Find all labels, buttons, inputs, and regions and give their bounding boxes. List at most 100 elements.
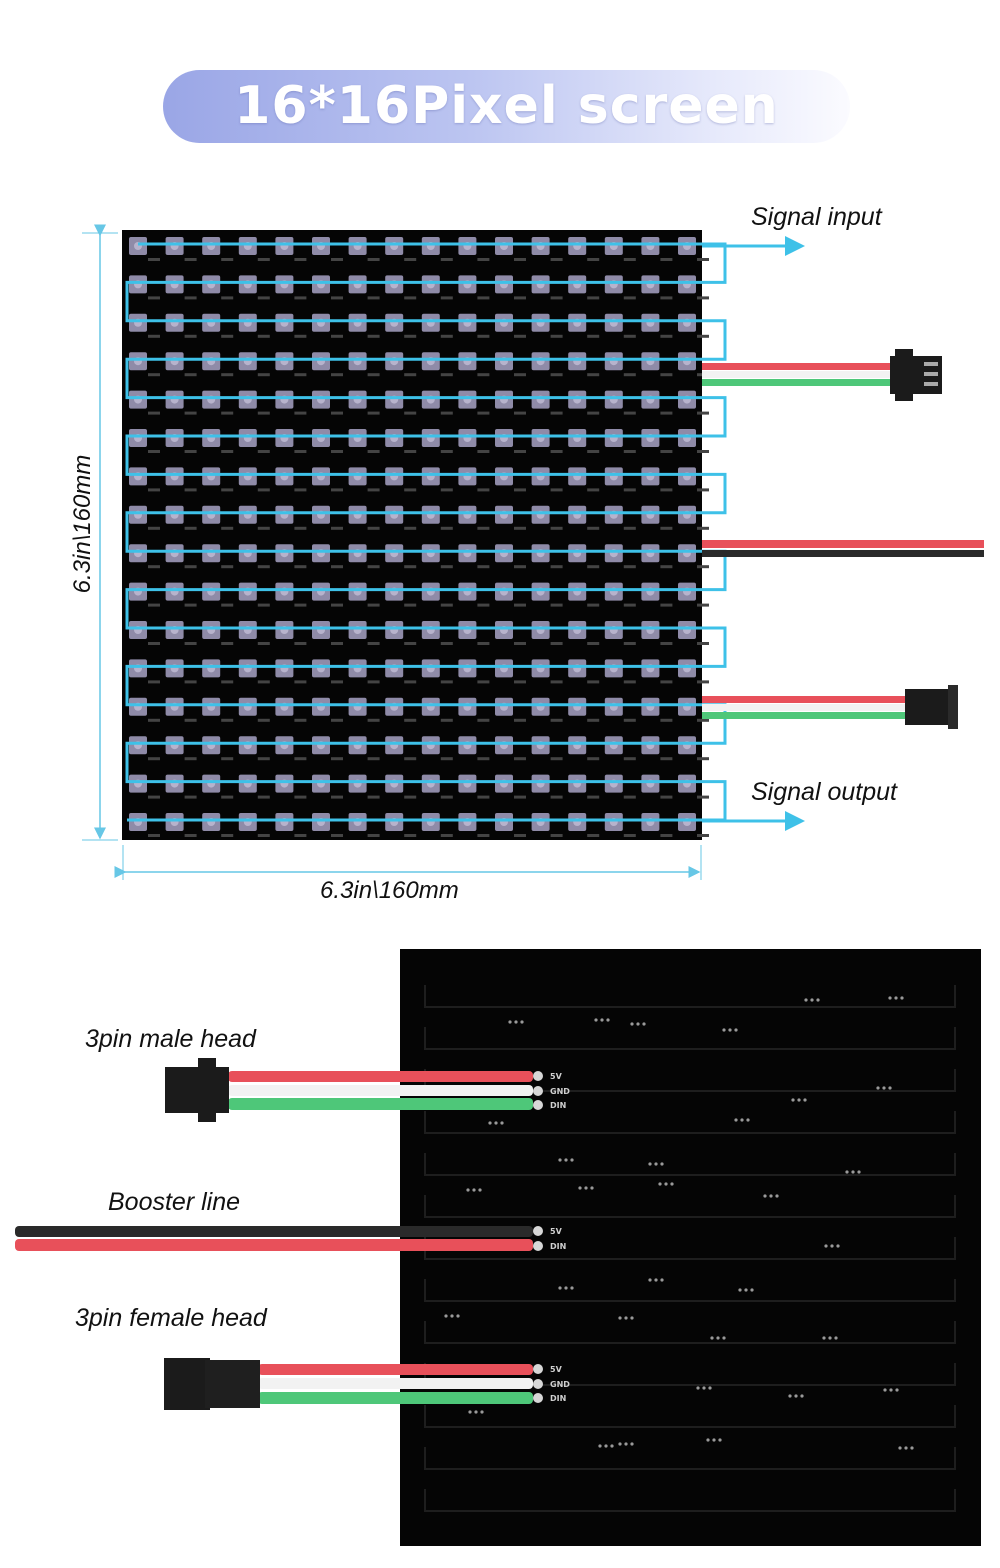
solder-dot [642,1022,646,1026]
led-silkscreen [477,795,490,799]
solder-dot [488,1121,492,1125]
led-silkscreen [148,795,160,799]
led-silkscreen [331,258,343,261]
led-silkscreen [514,642,526,645]
pad-label-booster-din: DIN [550,1242,566,1251]
led-silkscreen [367,488,380,492]
led-silkscreen [148,603,160,607]
led-silkscreen [550,603,563,607]
solder-dot [788,1394,792,1398]
solder-dot [738,1288,742,1292]
solder-dot [660,1278,664,1282]
led-silkscreen [404,258,417,261]
solder-dot [564,1286,568,1290]
led-silkscreen [660,642,673,645]
led-silkscreen [331,603,343,607]
led-silkscreen [294,680,307,684]
led-silkscreen [367,795,380,799]
led-silkscreen [477,334,490,338]
pad-label-booster-5v: 5V [550,1227,563,1236]
signal-path [125,242,727,822]
solder-dot [648,1278,652,1282]
led-silkscreen [148,373,160,377]
led-silkscreen [184,834,197,837]
led-silkscreen [331,488,343,492]
led-silkscreen [367,526,380,530]
solder-dot [889,1388,893,1392]
led-silkscreen [331,757,343,761]
led-silkscreen [587,718,600,722]
led-silkscreen [184,373,197,377]
led-silkscreen [367,680,380,684]
led-silkscreen [514,526,526,530]
page-title: 16*16Pixel screen [234,76,779,136]
solder-dot [816,998,820,1002]
solder-dot [794,1394,798,1398]
solder-dot [654,1162,658,1166]
led-silkscreen [148,834,160,837]
led-silkscreen [184,296,197,300]
solder-dot [910,1446,914,1450]
led-silkscreen [294,373,307,377]
led-silkscreen [477,411,490,415]
led-silkscreen [184,603,197,607]
pad-label-female-din: DIN [550,1394,566,1403]
led-silkscreen [550,450,563,453]
led-silkscreen [550,680,563,684]
led-silkscreen [697,296,709,300]
signal-path-line [125,242,727,822]
booster-line-wires [15,1226,533,1251]
led-silkscreen [697,258,709,261]
led-silkscreen [367,411,380,415]
height-dimension [82,224,118,841]
led-silkscreen [331,296,343,300]
led-silkscreen [550,718,563,722]
led-silkscreen [587,488,600,492]
led-silkscreen [660,296,673,300]
solder-dot [590,1186,594,1190]
female-head-connector [164,1358,210,1410]
led-silkscreen [623,603,636,607]
led-silkscreen [623,258,636,261]
led-silkscreen [440,718,453,722]
led-silkscreen [697,488,709,492]
solder-dot [769,1194,773,1198]
led-silkscreen [440,603,453,607]
led-silkscreen [550,795,563,799]
led-silkscreen [440,565,453,569]
led-silkscreen [440,296,453,300]
solder-dot [618,1442,622,1446]
solder-dot [845,1170,849,1174]
led-silkscreen [257,834,270,837]
solder-dot [480,1410,484,1414]
led-silkscreen [514,296,526,300]
led-silkscreen [331,642,343,645]
led-silkscreen [404,757,417,761]
solder-dot [744,1288,748,1292]
led-silkscreen [257,757,270,761]
led-silkscreen [514,450,526,453]
led-silkscreen [587,258,600,261]
led-silkscreen [623,373,636,377]
led-silkscreen [294,411,307,415]
board-trace [424,1111,956,1134]
led-silkscreen [660,488,673,492]
led-silkscreen [477,757,490,761]
led-grid [129,237,709,837]
led-silkscreen [221,642,234,645]
solder-dot [888,1086,892,1090]
led-silkscreen [587,642,600,645]
width-dimension [114,845,702,880]
solder-dot [712,1438,716,1442]
led-silkscreen [331,795,343,799]
solder-dot [610,1444,614,1448]
led-silkscreen [404,411,417,415]
solder-dot [508,1020,512,1024]
led-silkscreen [697,411,709,415]
solder-dot [474,1410,478,1414]
led-silkscreen [184,450,197,453]
solder-dot [708,1386,712,1390]
led-silkscreen [660,411,673,415]
pad-label-female-gnd: GND [550,1380,570,1389]
